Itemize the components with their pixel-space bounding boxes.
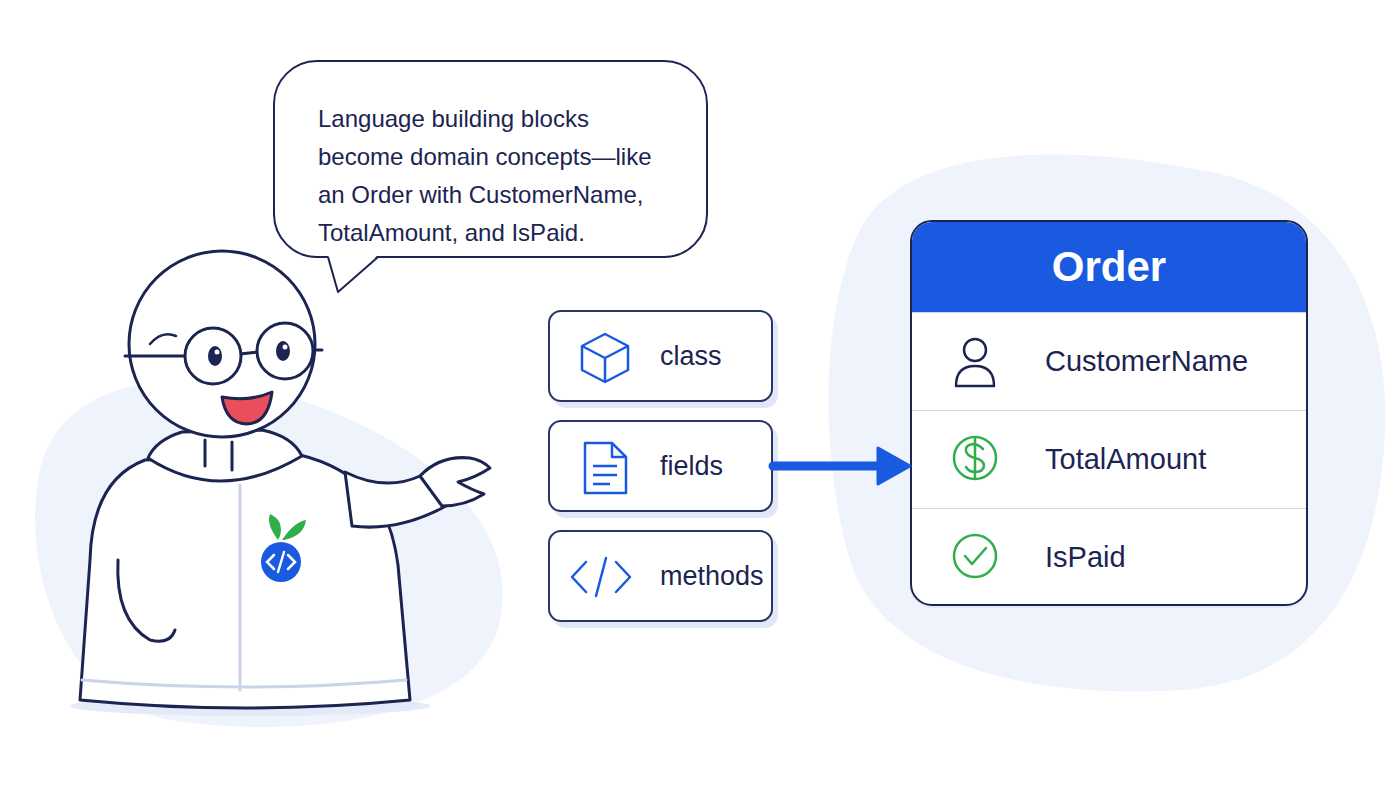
property-label: IsPaid bbox=[1045, 541, 1126, 574]
character-illustration bbox=[150, 334, 176, 344]
character-illustration bbox=[205, 440, 232, 470]
cube-icon bbox=[582, 334, 628, 382]
character-illustration bbox=[215, 350, 220, 355]
check-icon bbox=[965, 548, 986, 564]
hoodie-logo bbox=[269, 514, 281, 540]
character-illustration bbox=[118, 560, 175, 641]
flow-arrow bbox=[773, 448, 910, 484]
hoodie-logo bbox=[261, 514, 306, 582]
concept-chip: methods bbox=[548, 530, 773, 622]
character-illustration bbox=[208, 346, 222, 366]
hoodie-logo bbox=[261, 542, 301, 582]
speech-tail bbox=[328, 255, 378, 292]
person-icon bbox=[956, 366, 994, 386]
chip-label: methods bbox=[660, 561, 764, 592]
dollar-icon bbox=[966, 439, 984, 477]
document-icon bbox=[593, 466, 617, 484]
character-illustration bbox=[185, 328, 241, 384]
background-blob bbox=[35, 154, 1385, 727]
document-icon bbox=[612, 443, 626, 457]
property-row: TotalAmount bbox=[912, 410, 1306, 508]
cube-icon bbox=[582, 334, 628, 382]
property-label: CustomerName bbox=[1045, 345, 1248, 378]
character-illustration bbox=[283, 345, 288, 350]
character-illustration bbox=[257, 323, 313, 379]
dollar-icon bbox=[954, 437, 996, 479]
arrow-shaft bbox=[773, 462, 882, 471]
character-illustration bbox=[276, 341, 290, 361]
character-illustration bbox=[129, 251, 315, 437]
speech-text: Language building blocks become domain c… bbox=[318, 100, 663, 252]
character-illustration bbox=[70, 251, 490, 716]
dollar-icon bbox=[954, 437, 996, 479]
character-illustration bbox=[82, 680, 406, 687]
code-icon bbox=[572, 558, 630, 596]
speech-tail bbox=[328, 255, 378, 292]
character-illustration bbox=[420, 458, 490, 506]
person-icon bbox=[956, 339, 994, 386]
hoodie-logo bbox=[282, 520, 306, 540]
cube-icon bbox=[582, 346, 628, 382]
concept-chip: fields bbox=[548, 420, 773, 512]
code-icon bbox=[572, 558, 630, 596]
speech-tail bbox=[328, 257, 378, 292]
check-icon bbox=[954, 535, 996, 577]
class-card: OrderCustomerNameTotalAmountIsPaid bbox=[910, 220, 1308, 606]
speech-bubble: Language building blocks become domain c… bbox=[273, 60, 708, 258]
property-row: IsPaid bbox=[912, 508, 1306, 606]
document-icon bbox=[585, 443, 626, 493]
arrow-head bbox=[878, 448, 910, 484]
hoodie-logo bbox=[267, 552, 295, 572]
check-icon bbox=[954, 535, 996, 577]
background-blob bbox=[829, 154, 1386, 691]
background-blob bbox=[35, 380, 503, 727]
chip-label: fields bbox=[660, 451, 723, 482]
property-label: TotalAmount bbox=[1045, 443, 1206, 476]
person-icon bbox=[964, 339, 986, 361]
character-illustration bbox=[222, 392, 272, 424]
character-illustration bbox=[239, 485, 242, 690]
card-title: Order bbox=[912, 222, 1306, 312]
chip-label: class bbox=[660, 341, 722, 372]
document-icon bbox=[585, 443, 626, 493]
